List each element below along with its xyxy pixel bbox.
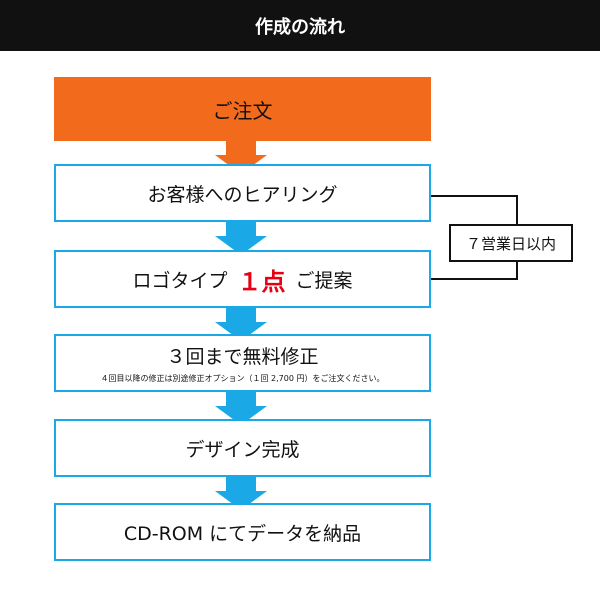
order-step: ご注文 [54,77,431,141]
proposal-step: ロゴタイプ １点 ご提案 [54,250,431,308]
proposal-label: ロゴタイプ [132,269,228,292]
arrow-down-icon [215,392,267,425]
hearing-step: お客様へのヒアリング [54,164,431,222]
complete-label: デザイン完成 [185,438,300,461]
revision-label: ３回まで無料修正 [166,346,319,368]
arrow-down-icon [215,477,267,510]
revision-note: ４回目以降の修正は別途修正オプション（１回 2,700 円）をご注文ください。 [100,374,385,383]
page-header: 作成の流れ [0,0,600,51]
proposal-suffix: ご提案 [295,269,353,292]
arrow-down-icon [215,222,267,255]
arrow-down-icon [215,308,267,341]
delivery-step: CD-ROM にてデータを納品 [54,503,431,561]
proposal-highlight: １点 [237,267,286,296]
timeframe-note: ７営業日以内 [449,224,573,262]
timeframe-label: ７営業日以内 [465,234,556,253]
delivery-label: CD-ROM にてデータを納品 [123,522,362,545]
revision-step: ３回まで無料修正 ４回目以降の修正は別途修正オプション（１回 2,700 円）を… [54,334,431,392]
page-title: 作成の流れ [255,16,345,38]
complete-step: デザイン完成 [54,419,431,477]
order-label: ご注文 [212,98,273,123]
arrow-down-icon [215,141,267,174]
hearing-label: お客様へのヒアリング [147,183,338,206]
